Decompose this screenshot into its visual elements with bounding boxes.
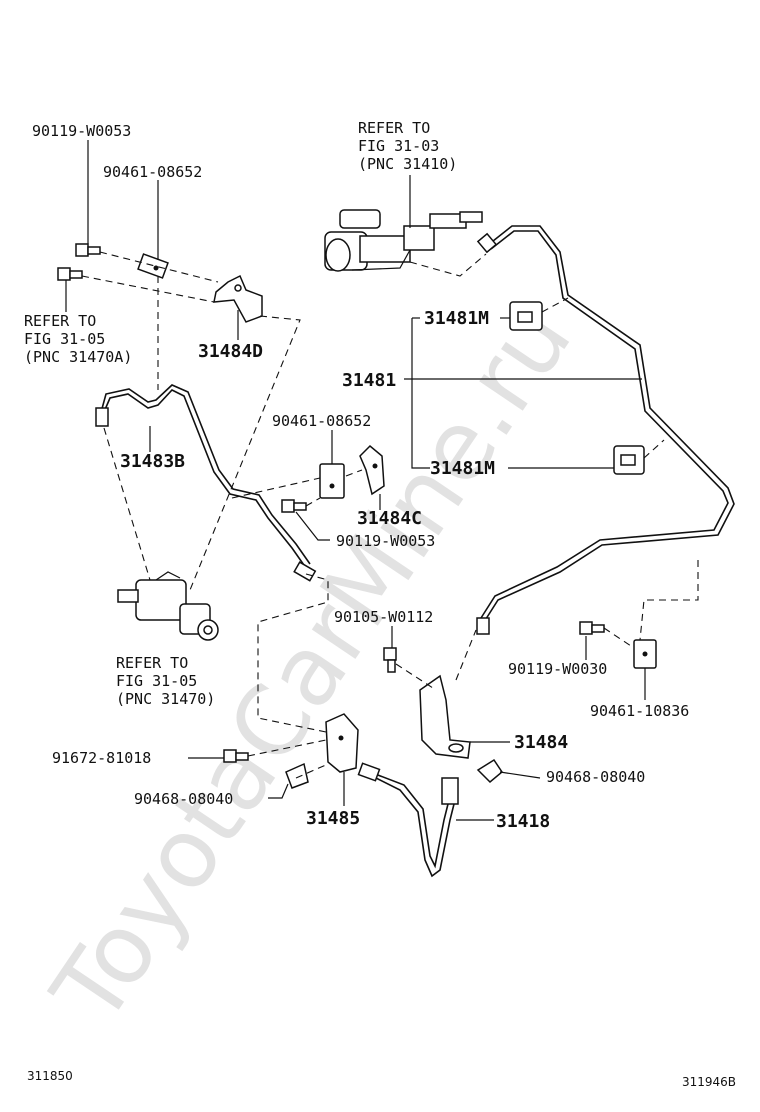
label-31481m-top: 31481M (424, 308, 489, 329)
clip-90468-08040-right (476, 758, 503, 784)
assembly-lines (81, 251, 699, 779)
label-31483b: 31483B (120, 451, 185, 472)
footer-right-code: 311946B (682, 1075, 736, 1089)
bracket-31484 (419, 674, 471, 759)
label-refer-31470a-line3: (PNC 31470A) (24, 348, 132, 366)
bracket-31484d (213, 274, 263, 323)
label-90105-w0112: 90105-W0112 (334, 608, 433, 626)
label-refer-31410-line2: FIG 31-03 (358, 137, 439, 155)
label-90119-w0053-mid: 90119-W0053 (336, 532, 435, 550)
grommet-31481m-top (509, 301, 543, 331)
label-refer-31470-line3: (PNC 31470) (116, 690, 215, 708)
hose-fitting-left (357, 762, 381, 782)
label-90468-08040-left: 90468-08040 (134, 790, 233, 808)
label-90119-w0053-top: 90119-W0053 (32, 122, 131, 140)
label-31481: 31481 (342, 370, 396, 391)
bolt-90105-w0112 (383, 647, 397, 673)
label-refer-31470a-line1: REFER TO (24, 312, 96, 330)
bolt-refer-31470a (57, 267, 83, 281)
pipe-fitting-31483b (95, 407, 109, 427)
label-refer-31410-line1: REFER TO (358, 119, 430, 137)
label-90461-08652-mid: 90461-08652 (272, 412, 371, 430)
label-31484: 31484 (514, 732, 568, 753)
release-cylinder (117, 571, 219, 641)
pipe-31483b (103, 389, 307, 569)
bracket-31484c (359, 444, 385, 496)
label-31484d: 31484D (198, 341, 263, 362)
label-90461-08652-top: 90461-08652 (103, 163, 202, 181)
bolt-91672-81018 (223, 749, 249, 763)
hose-fitting-right (441, 777, 459, 805)
leader-lines (65, 140, 646, 821)
clip-90461-10836 (633, 639, 657, 669)
label-31481m-bottom: 31481M (430, 458, 495, 479)
bolt-90119-w0030 (579, 621, 605, 635)
pipe-fitting-top (476, 232, 498, 254)
pipe-fitting-bottom (476, 617, 490, 635)
label-91672-81018: 91672-81018 (52, 749, 151, 767)
bracket-31485 (325, 713, 359, 773)
label-31418: 31418 (496, 811, 550, 832)
bolt-90119-w0053-mid (281, 499, 307, 513)
label-refer-31410-line3: (PNC 31410) (358, 155, 457, 173)
label-90468-08040-right: 90468-08040 (546, 768, 645, 786)
grommet-31481m-bottom (613, 445, 645, 475)
pipe-31481 (483, 225, 735, 623)
label-refer-31470-line1: REFER TO (116, 654, 188, 672)
master-cylinder (324, 209, 483, 272)
label-31485: 31485 (306, 808, 360, 829)
label-31484c: 31484C (357, 508, 422, 529)
label-90461-10836: 90461-10836 (590, 702, 689, 720)
label-refer-31470a-line2: FIG 31-05 (24, 330, 105, 348)
label-90119-w0030: 90119-W0030 (508, 660, 607, 678)
label-refer-31470-line2: FIG 31-05 (116, 672, 197, 690)
clip-90461-08652-mid (319, 463, 345, 499)
footer-left-code: 311850 (27, 1069, 73, 1083)
bolt-90119-w0053-top (75, 243, 101, 257)
hose-31418 (371, 775, 456, 878)
clip-90468-08040-left (285, 762, 309, 789)
